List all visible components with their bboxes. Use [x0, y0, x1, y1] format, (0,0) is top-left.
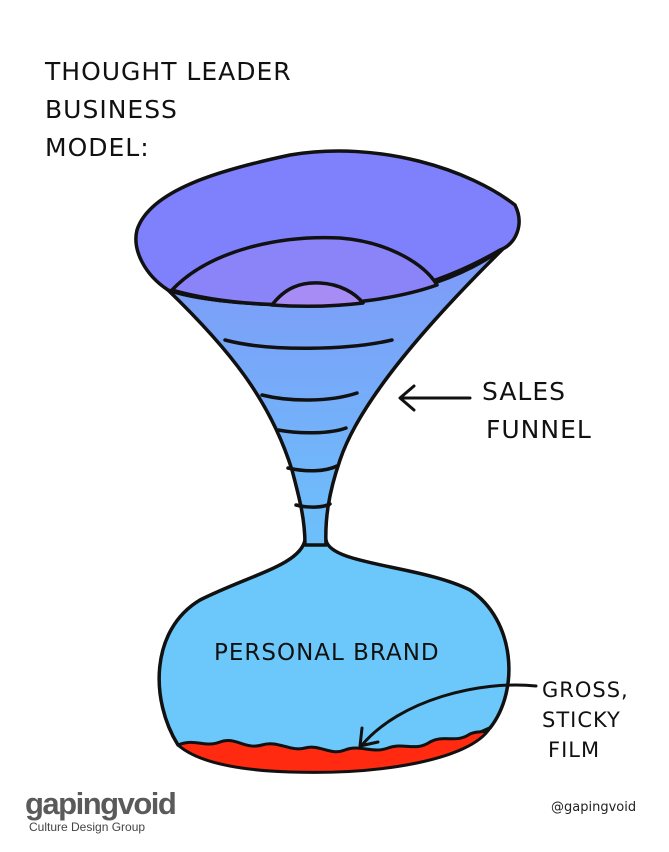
personal-brand-label: PERSONAL BRAND — [214, 640, 440, 666]
social-handle: @gapingvoid — [551, 800, 637, 815]
title-line-2: BUSINESS — [45, 95, 178, 124]
title-line-3: MODEL: — [45, 133, 150, 162]
sticky-film — [176, 726, 492, 774]
logo-tagline: Culture Design Group — [29, 820, 146, 834]
logo-wordmark: gapingvoid — [25, 786, 177, 821]
funnel-inner-layer — [170, 235, 439, 307]
sales-label-2: FUNNEL — [486, 415, 592, 444]
sales-label-1: SALES — [482, 377, 566, 406]
sales-funnel-arrow — [398, 384, 472, 412]
film-label-2: STICKY — [542, 708, 621, 732]
gapingvoid-logo: gapingvoid Culture Design Group — [25, 786, 177, 835]
film-label-3: FILM — [548, 738, 600, 762]
film-label-1: GROSS, — [542, 678, 629, 702]
title-line-1: THOUGHT LEADER — [44, 57, 292, 86]
sticky-film-arrow — [358, 683, 538, 748]
funnel-bands — [223, 338, 394, 509]
funnel-inner-dome — [270, 281, 365, 309]
